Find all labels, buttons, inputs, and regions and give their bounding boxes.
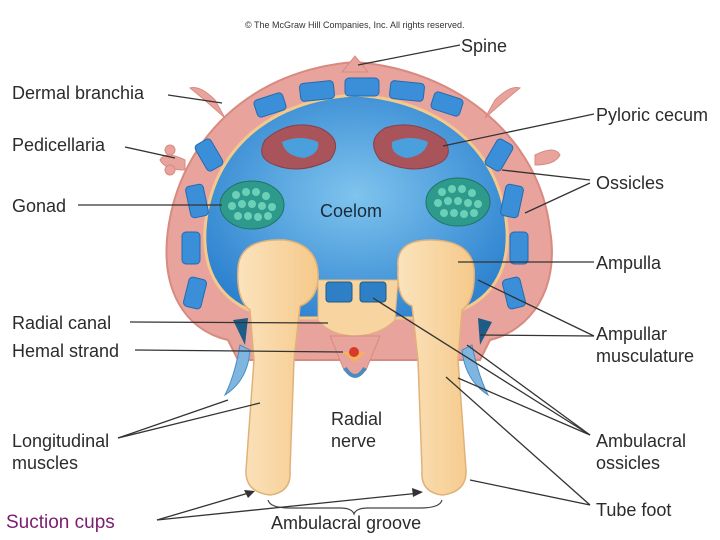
label-gonad: Gonad [12,196,67,216]
label-ossicles: Ossicles [596,173,665,193]
gonad-right [425,177,491,227]
label-longitudinal-muscles: Longitudinal muscles [12,431,110,473]
pyloric-cecum-left-inner [282,138,319,158]
label-suction-cups: Suction cups [6,512,115,533]
radial-nerve-shape [343,366,367,378]
label-hemal-strand: Hemal strand [12,341,120,361]
label-pedicellaria: Pedicellaria [12,135,106,155]
label-radial-nerve: Radial nerve [331,409,383,451]
copyright-notice: © The McGraw Hill Companies, Inc. All ri… [245,20,465,30]
suction-arrow-head-2 [412,488,423,497]
label-ambulacral-ossicles: Ambulacral ossicles [596,431,687,473]
tube-foot-left [237,239,319,496]
label-ambulacral-groove: Ambulacral groove [271,513,422,533]
dermal-branchia-shape [188,87,226,119]
pedicellaria-shape-right [534,149,561,166]
pyloric-cecum-right-inner [391,138,428,158]
leader-lines [78,44,595,521]
ampullar-musculature-right [478,318,492,345]
suction-arrow-head-1 [244,490,255,498]
tube-foot-right [397,239,475,496]
longitudinal-muscle-fin-left [223,344,251,397]
ambulacral-ossicle-left [325,281,353,303]
dermal-branchia-shape-right [484,87,522,119]
ossicles-ring [181,77,529,310]
label-tube-foot: Tube foot [596,500,672,520]
label-spine: Spine [461,36,508,56]
label-coelom: Coelom [320,201,383,221]
ambulacral-ossicle-right [359,281,387,303]
label-radial-canal: Radial canal [12,313,112,333]
label-ampulla: Ampulla [596,253,662,273]
label-ampullar-musculature: Ampullar musculature [596,324,695,366]
label-pyloric-cecum: Pyloric cecum [596,105,709,125]
hemal-strand-dot [349,347,359,357]
gonad-left [219,180,285,230]
ampullar-musculature-left [233,318,248,345]
pedicellaria-shape [159,144,186,176]
label-dermal-branchia: Dermal branchia [12,83,145,103]
